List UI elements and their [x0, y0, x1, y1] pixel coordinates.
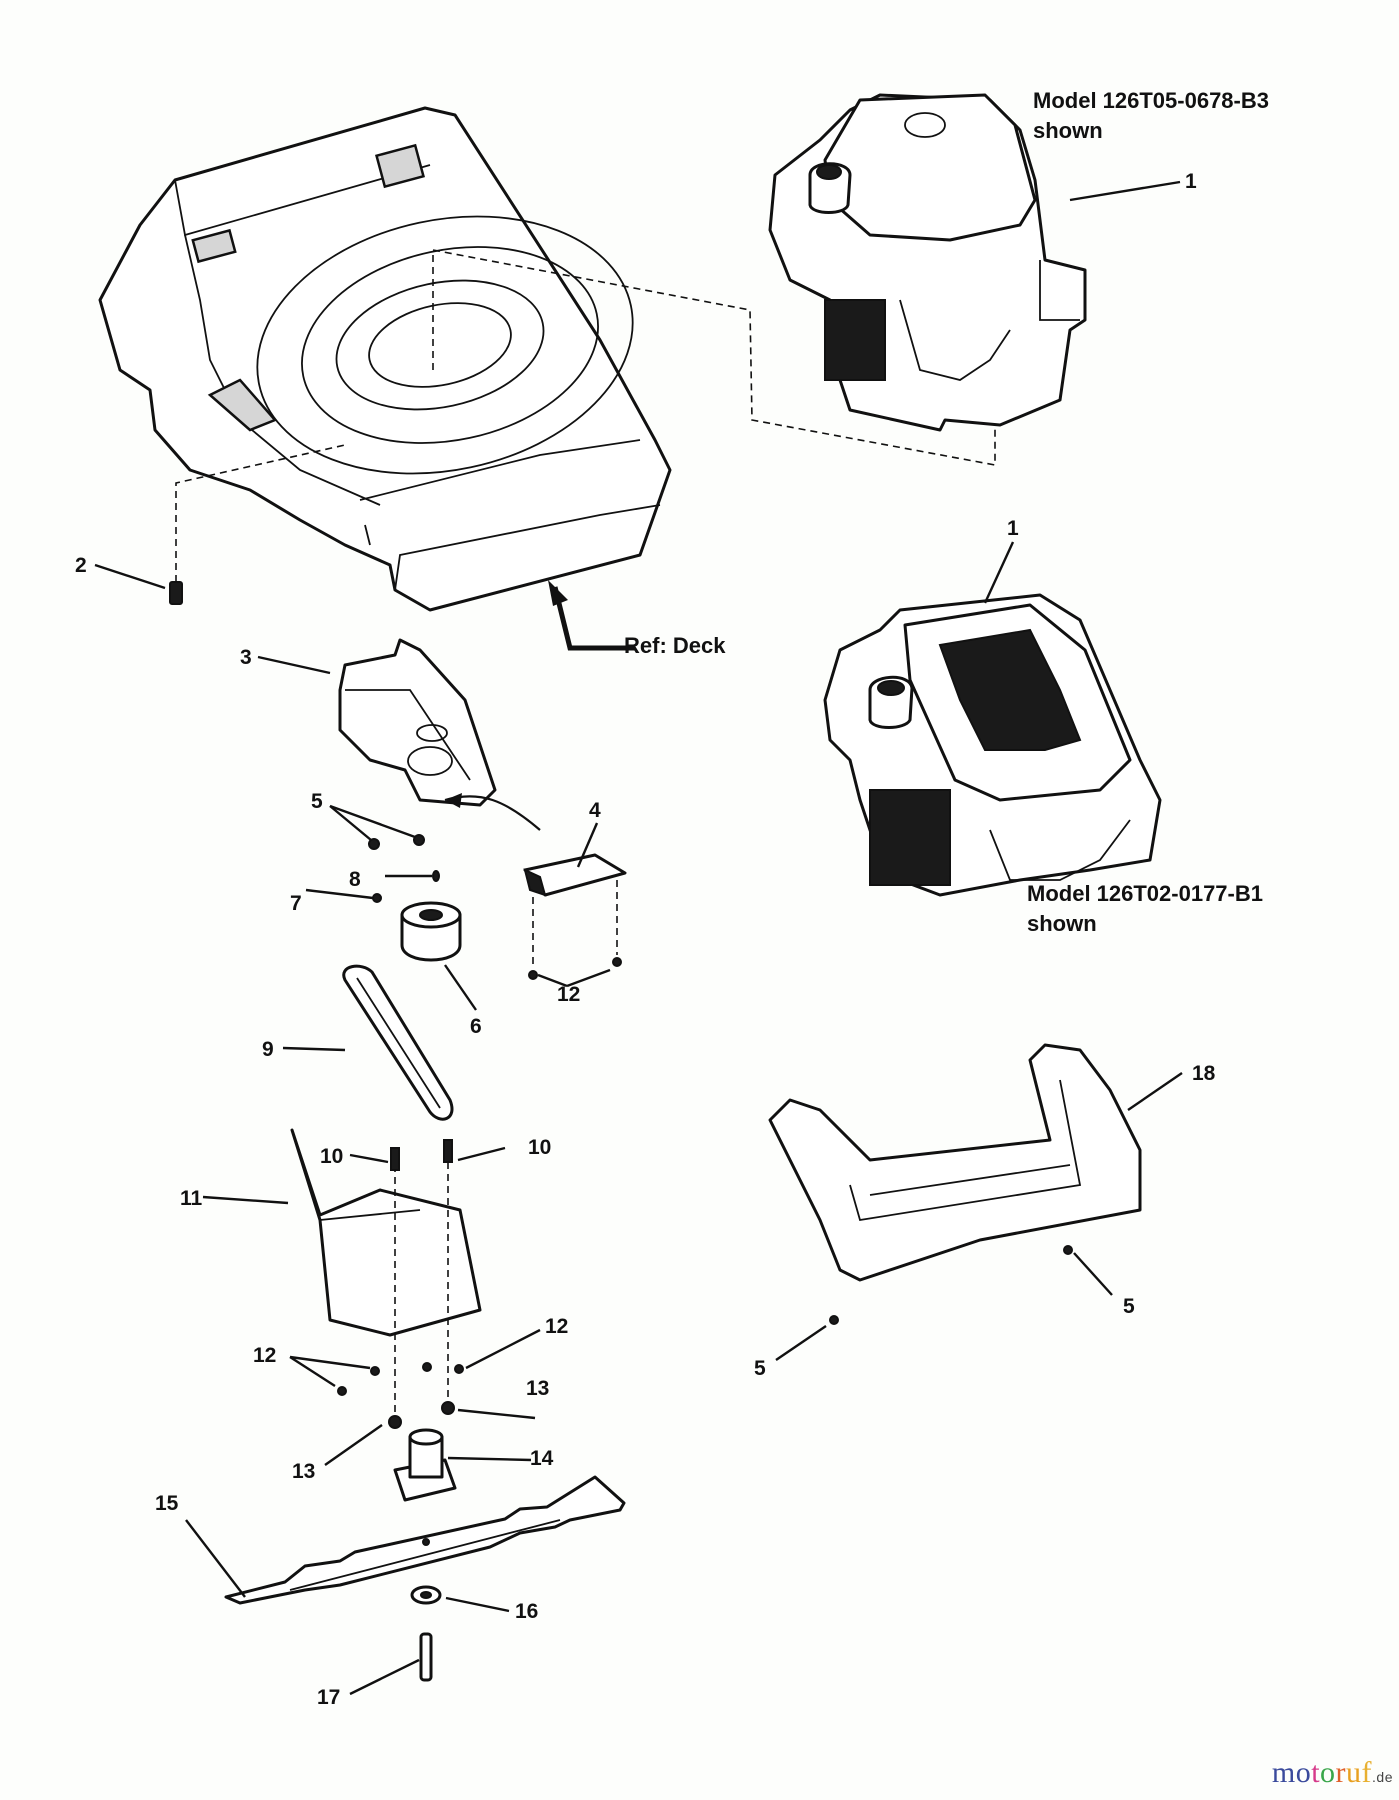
callout-12-plate: 12: [557, 983, 580, 1006]
shield-drawing: [290, 1128, 482, 1420]
callout-6: 6: [470, 1015, 482, 1038]
leader-lines: [94, 180, 1183, 1696]
wm-letter: o: [1295, 1756, 1312, 1789]
cover-plate-drawing: [523, 853, 627, 980]
callout-13-right: 13: [526, 1377, 549, 1400]
washer-drawing: [410, 1585, 442, 1605]
callout-1-top: 1: [1185, 170, 1197, 193]
bolts-group: [337, 1139, 464, 1429]
wm-tld: .de: [1372, 1769, 1393, 1785]
blade-drawing: [224, 1475, 626, 1605]
callout-labels: 1 1 2 3 4 5 5 5 6 7 8 9 10 10 11 12 12 1…: [75, 170, 1216, 1709]
callout-7: 7: [290, 892, 302, 915]
watermark-logo: motoruf.de: [1272, 1756, 1393, 1790]
model-bottom-caption-line1: Model 126T02-0177-B1: [1027, 881, 1263, 906]
model-bottom-caption-line2: shown: [1027, 911, 1097, 936]
wm-letter: u: [1346, 1756, 1362, 1789]
callout-9: 9: [262, 1038, 274, 1061]
callout-1-bottom: 1: [1007, 517, 1019, 540]
wm-letter: o: [1320, 1756, 1336, 1789]
callout-12-right: 12: [545, 1315, 568, 1338]
model-top-caption-line2: shown: [1033, 118, 1103, 143]
pulley-drawing: [400, 901, 462, 962]
callout-4: 4: [589, 799, 601, 822]
callout-15: 15: [155, 1492, 179, 1515]
wm-letter: r: [1335, 1756, 1347, 1789]
wm-letter: t: [1311, 1756, 1321, 1789]
ref-deck-caption: Ref: Deck: [624, 633, 726, 658]
callout-10-right: 10: [528, 1136, 551, 1159]
callout-12-left: 12: [253, 1344, 276, 1367]
deck-drawing: [98, 106, 996, 651]
small-fasteners: [368, 834, 440, 903]
bracket-drawing: [338, 638, 541, 831]
rear-bumper-drawing: [768, 1043, 1142, 1325]
callout-11: 11: [180, 1187, 203, 1210]
callout-16: 16: [515, 1600, 538, 1623]
callout-5-bottom: 5: [754, 1357, 766, 1380]
bolt-2-drawing: [169, 581, 183, 605]
engine-top-drawing: [768, 93, 1087, 432]
callout-10-left: 10: [320, 1145, 343, 1168]
callout-3: 3: [240, 646, 252, 669]
callout-5-right: 5: [1123, 1295, 1135, 1318]
callout-2: 2: [75, 554, 87, 577]
model-top-caption-line1: Model 126T05-0678-B3: [1033, 88, 1269, 113]
wm-letter: m: [1271, 1756, 1296, 1789]
callout-14: 14: [530, 1447, 554, 1470]
engine-bottom-drawing: [823, 593, 1162, 897]
callout-8: 8: [349, 868, 361, 891]
callout-17: 17: [317, 1686, 340, 1709]
callout-5-left: 5: [311, 790, 323, 813]
wm-letter: f: [1361, 1756, 1373, 1789]
belt-drawing: [342, 964, 454, 1121]
blade-bolt-drawing: [419, 1632, 433, 1682]
callout-18: 18: [1192, 1062, 1216, 1085]
blade-adapter-drawing: [393, 1428, 457, 1502]
callout-13-left: 13: [292, 1460, 315, 1483]
